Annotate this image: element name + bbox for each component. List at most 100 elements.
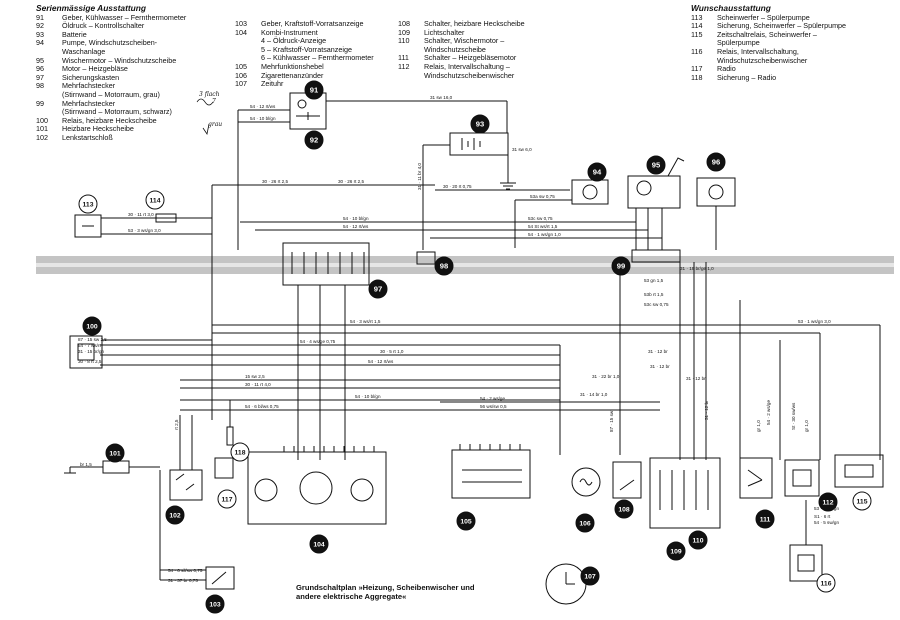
callout-label: 101 — [109, 451, 121, 458]
callout-label: 104 — [313, 542, 325, 549]
legend-row: 6 – Kühlwasser – Fernthermometer — [235, 54, 374, 63]
callout-106: 106 — [575, 513, 595, 533]
legend-text: (Stirnwand – Motorraum, grau) — [62, 89, 160, 99]
handwritten-mark-1 — [196, 98, 214, 106]
callout-101: 101 — [105, 443, 125, 463]
gauge-coolant — [350, 478, 374, 502]
callout-circle — [205, 594, 225, 614]
callout-label: 96 — [712, 158, 720, 167]
wire-label: 53a sw 0,75 — [530, 194, 555, 199]
wire-label: 54 · 10 bl/gn — [343, 216, 369, 221]
legend-text: Waschanlage — [62, 46, 106, 56]
legend-number: 115 — [691, 29, 703, 39]
legend-number: 91 — [36, 12, 44, 22]
legend-text: Relais, heizbare Heckscheibe — [62, 115, 157, 125]
callout-94: 94 — [587, 162, 607, 182]
cluster-pins — [283, 446, 375, 452]
callout-circle — [688, 530, 708, 550]
callout-label: 91 — [310, 86, 319, 95]
legend-number: 109 — [398, 27, 410, 37]
callout-102: 102 — [165, 505, 185, 525]
legend-row: Spülerpumpe — [691, 39, 846, 48]
legend-row: Windschutzscheibe — [398, 44, 525, 55]
wire-label: 54 · 12 rt/ws — [368, 359, 394, 364]
wire-label: gr 1,0 — [804, 420, 809, 432]
callout-112: 112 — [818, 492, 838, 512]
instrument-cluster-104 — [247, 451, 387, 525]
wire-label: 30 · 8 rt 2,5 — [78, 359, 102, 364]
legend-text: Öldruck – Kontrollschalter — [62, 21, 145, 31]
wiper-arm-95 — [667, 157, 685, 177]
wire-label: 30 · 5 rt 1,0 — [380, 349, 404, 354]
pump-94 — [571, 179, 609, 205]
wire-label: 31 · 37 br 0,75 — [168, 578, 198, 583]
wire-label: 53 gn 1,5 — [644, 278, 664, 283]
wire-label: 54 · 6 bl/ws 0,75 — [245, 404, 279, 409]
legend-text: Heizbare Heckscheibe — [62, 124, 134, 134]
callout-label: 117 — [222, 497, 233, 504]
wire-label: 31 · 22 br 1,0 — [592, 374, 620, 379]
callout-107: 107 — [580, 566, 600, 586]
legend-text: Wischermotor – Windschutzscheibe — [62, 55, 177, 65]
fuse-114 — [155, 213, 177, 223]
time-relay-115-coil — [844, 464, 874, 478]
callout-label: 107 — [584, 574, 596, 581]
callout-label: 103 — [209, 602, 221, 609]
wire-label: 87 · 15 sw 2,5 — [78, 337, 107, 342]
callout-circle — [304, 130, 324, 150]
legend-number: 110 — [398, 36, 410, 46]
legend-text: Spülerpumpe — [717, 38, 760, 48]
callout-circle — [755, 509, 775, 529]
legend-text: Mehrfachstecker — [62, 81, 116, 91]
legend-number: 116 — [691, 46, 703, 56]
legend-number: 92 — [36, 21, 44, 31]
blower-switch-111-contacts — [747, 469, 763, 487]
sender-92-symbol — [296, 112, 320, 120]
callout-label: 98 — [440, 262, 448, 271]
legend-text: Batterie — [62, 29, 87, 39]
legend-text: Zeituhr — [261, 79, 284, 89]
legend-number: 102 — [36, 132, 48, 142]
lighter-106 — [571, 467, 601, 497]
wire-label: S1 · 6 rt — [814, 514, 831, 519]
relay-100 — [69, 335, 103, 369]
wire-label: 53b rt 1,5 — [644, 292, 664, 297]
callout-label: 116 — [821, 581, 832, 588]
legend-number: 117 — [691, 64, 703, 74]
legend-text: Sicherung – Radio — [717, 72, 777, 82]
wire-label: br 1,5 — [80, 462, 92, 467]
callout-circle — [82, 316, 102, 336]
wire-label: 56 ws/sw 0,5 — [480, 404, 507, 409]
legend-number: 108 — [398, 19, 410, 28]
legend-text: Windschutzscheibe — [424, 44, 486, 54]
callout-circle — [611, 256, 631, 276]
callout-label: 108 — [618, 507, 630, 514]
callout-label: 95 — [652, 161, 661, 170]
wire-label: 87 · 15 sw — [609, 410, 614, 432]
wiper-motor-95-symbol — [636, 180, 652, 196]
callout-label: 118 — [235, 450, 246, 457]
wire-label: 53c sw 0,75 — [528, 216, 553, 221]
callout-115: 115 — [852, 491, 872, 511]
wire-label: 31 · 12 br — [650, 364, 670, 369]
wiper-motor-95 — [627, 175, 681, 209]
wire-label: 54 · 5 sw/gn — [814, 520, 839, 525]
relay-116 — [789, 544, 823, 582]
handwritten-mark-2 — [202, 123, 210, 136]
legend-number: 111 — [398, 53, 409, 63]
heated-window-101 — [102, 460, 130, 474]
